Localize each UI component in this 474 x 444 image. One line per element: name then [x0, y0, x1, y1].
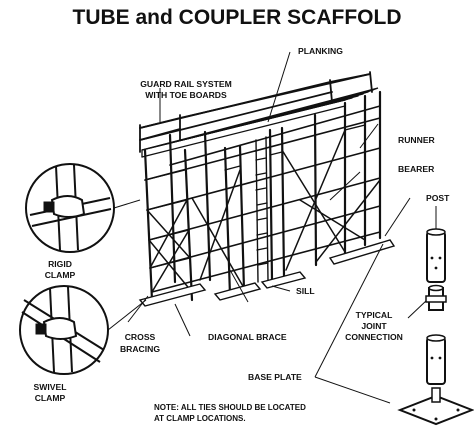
guard-rail — [139, 71, 373, 153]
lower-post — [426, 334, 446, 385]
post-label: POST — [426, 193, 450, 203]
swivel-clamp-detail — [19, 285, 147, 375]
scaffold-structure — [138, 71, 396, 307]
sills — [138, 239, 396, 307]
scaffold-posts — [143, 90, 382, 302]
swivel-clamp-label-line2: CLAMP — [35, 393, 66, 403]
guard-rail-label-line1: GUARD RAIL SYSTEM — [140, 79, 232, 89]
note-line1: NOTE: ALL TIES SHOULD BE LOCATED — [154, 403, 306, 412]
base-plate-label: BASE PLATE — [248, 372, 302, 382]
note-line2: AT CLAMP LOCATIONS. — [154, 414, 246, 423]
rigid-clamp-label-line1: RIGID — [48, 259, 72, 269]
guard-rail-label-line2: WITH TOE BOARDS — [145, 90, 227, 100]
rigid-clamp-label-line2: CLAMP — [45, 270, 76, 280]
joint-connector — [425, 284, 447, 311]
leader-lines — [127, 51, 437, 404]
cross-bracing-label-line1: CROSS — [125, 332, 156, 342]
scaffold-bearers — [144, 124, 366, 269]
base-plate — [397, 387, 474, 426]
planking-label: PLANKING — [298, 46, 343, 56]
planking-deck — [141, 87, 379, 158]
typical-joint-label-line1: TYPICAL — [356, 310, 393, 320]
bearer-label: BEARER — [398, 164, 435, 174]
typical-joint-label-line2: JOINT — [361, 321, 387, 331]
diagonal-braces — [191, 129, 381, 289]
diagonal-brace-label: DIAGONAL BRACE — [208, 332, 287, 342]
runner-label: RUNNER — [398, 135, 436, 145]
swivel-clamp-label-line1: SWIVEL — [34, 382, 67, 392]
diagram-title: TUBE and COUPLER SCAFFOLD — [73, 6, 402, 29]
sill-label: SILL — [296, 286, 315, 296]
cross-bracing — [146, 199, 193, 293]
post-detail — [426, 228, 446, 283]
ladder — [255, 136, 269, 283]
typical-joint-label-line3: CONNECTION — [345, 332, 403, 342]
cross-bracing-label-line2: BRACING — [120, 344, 160, 354]
rigid-clamp-detail — [25, 163, 141, 253]
